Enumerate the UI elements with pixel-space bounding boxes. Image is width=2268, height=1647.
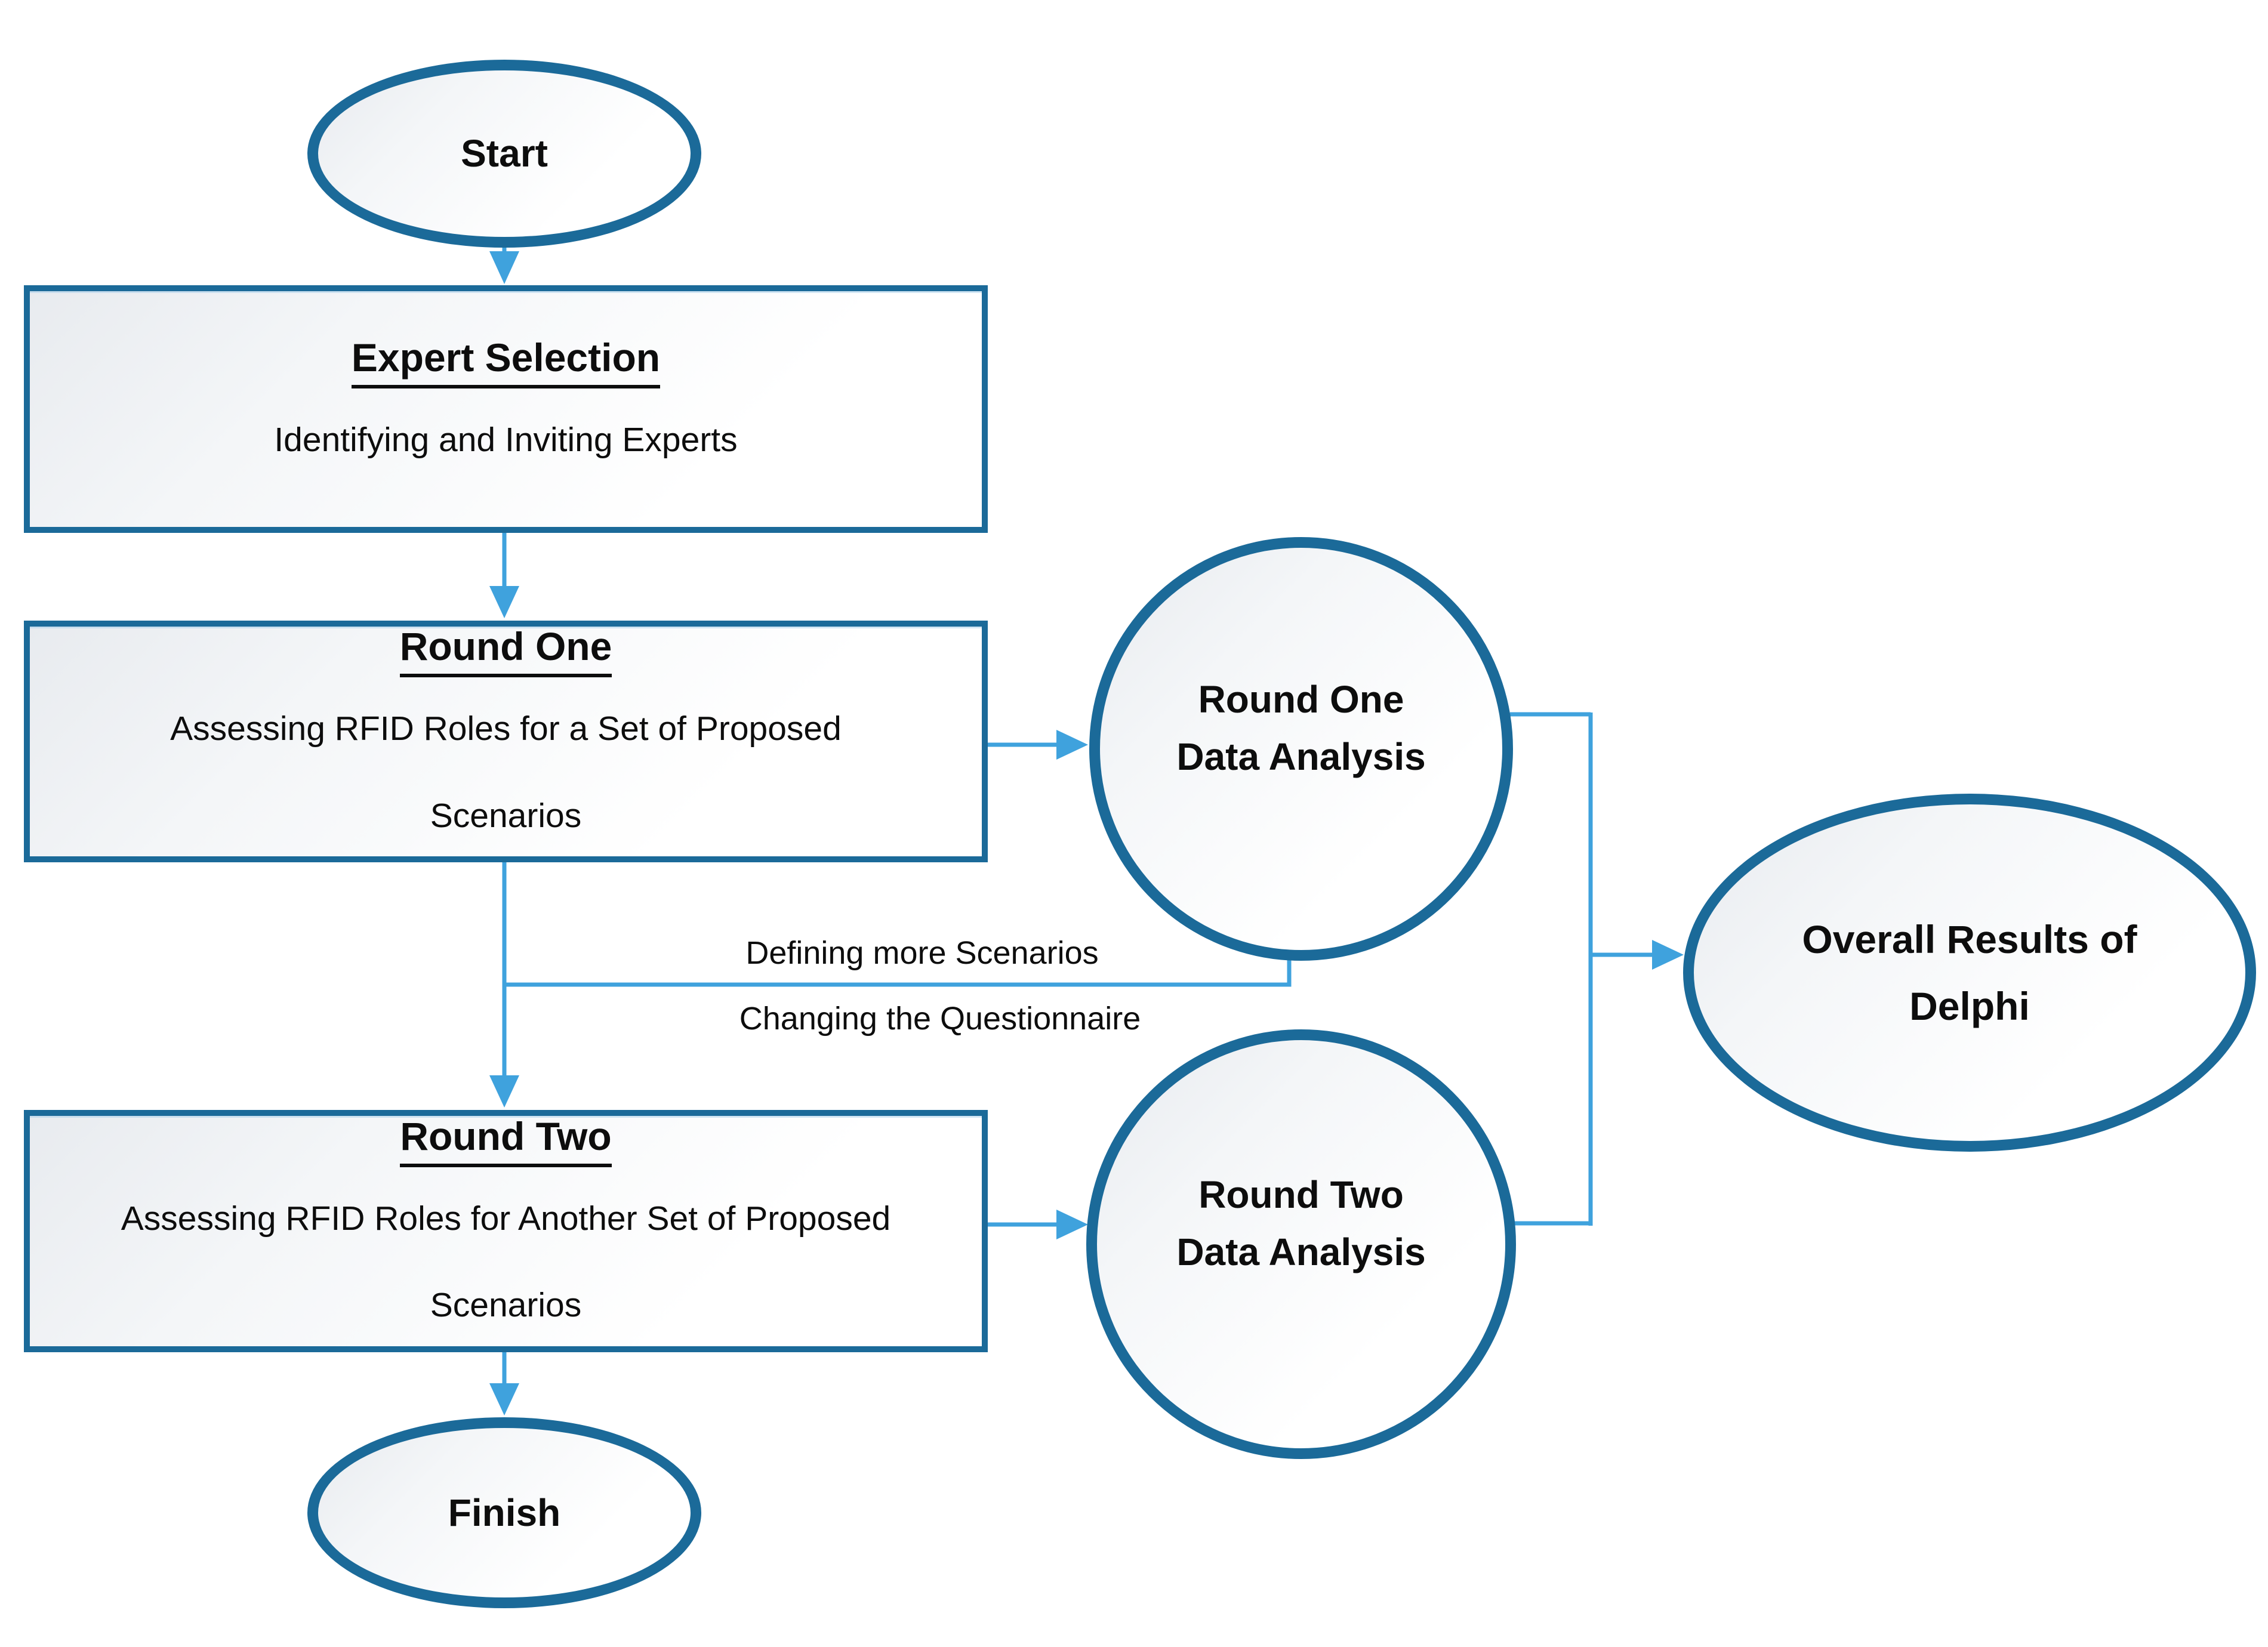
- round-two-node: Round Two Assessing RFID Roles for Anoth…: [24, 1110, 988, 1352]
- round-one-analysis-label: Round One Data Analysis: [1176, 678, 1426, 778]
- arrowhead-right-icon: [1652, 940, 1684, 970]
- feedback-label-line2: Changing the Questionnaire: [739, 1001, 1141, 1037]
- round-one-title: Round One: [399, 624, 612, 678]
- arrowhead-down-icon: [489, 1075, 519, 1108]
- expert-selection-title: Expert Selection: [351, 335, 661, 388]
- expert-selection-node: Expert Selection Identifying and Invitin…: [24, 285, 988, 533]
- round-one-subtitle-line2: Scenarios: [430, 796, 582, 835]
- arrowhead-down-icon: [489, 251, 519, 284]
- round-two-title: Round Two: [400, 1114, 612, 1167]
- arrowhead-right-icon: [1056, 730, 1088, 760]
- arrowhead-right-icon: [1056, 1210, 1088, 1239]
- expert-selection-subtitle: Identifying and Inviting Experts: [274, 420, 738, 459]
- round-two-subtitle-line2: Scenarios: [430, 1286, 582, 1324]
- overall-results-label: Overall Results of Delphi: [1802, 917, 2137, 1028]
- round-one-subtitle: Assessing RFID Roles for a Set of Propos…: [170, 686, 842, 859]
- round-two-subtitle: Assessing RFID Roles for Another Set of …: [121, 1176, 890, 1349]
- finish-node: Finish: [307, 1417, 701, 1608]
- start-node: Start: [307, 60, 701, 248]
- start-label: Start: [461, 132, 548, 175]
- round-one-subtitle-line1: Assessing RFID Roles for a Set of Propos…: [170, 710, 842, 748]
- arrowhead-down-icon: [489, 586, 519, 618]
- finish-label: Finish: [448, 1491, 561, 1534]
- edge-feedback: [504, 960, 1292, 987]
- round-two-analysis-label: Round Two Data Analysis: [1176, 1173, 1426, 1273]
- round-one-node: Round One Assessing RFID Roles for a Set…: [24, 621, 988, 862]
- round-two-analysis-node: Round Two Data Analysis: [1086, 1029, 1516, 1459]
- round-one-analysis-node: Round One Data Analysis: [1089, 537, 1513, 961]
- overall-results-node: Overall Results of Delphi: [1683, 794, 2256, 1152]
- arrowhead-down-icon: [489, 1383, 519, 1415]
- round-two-subtitle-line1: Assessing RFID Roles for Another Set of …: [121, 1199, 891, 1238]
- feedback-label-line1: Defining more Scenarios: [745, 935, 1099, 971]
